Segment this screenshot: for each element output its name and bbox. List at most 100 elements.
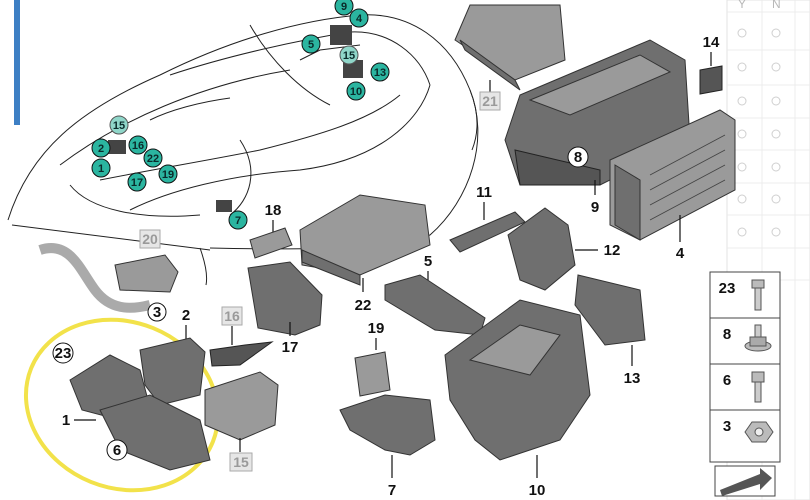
part-7-mount: 7 xyxy=(339,394,436,499)
column-header-yes: Y xyxy=(738,0,746,11)
callout-2[interactable]: 2 xyxy=(91,138,111,158)
svg-text:15: 15 xyxy=(113,120,125,132)
part-label-18: 18 xyxy=(265,202,282,219)
callout-10[interactable]: 10 xyxy=(346,81,366,101)
part-label-23-callout: 23 xyxy=(55,345,72,362)
part-12-cover: 12 xyxy=(507,207,621,291)
part-1-box: 23 1 6 xyxy=(52,342,211,471)
callout-5[interactable]: 5 xyxy=(301,34,321,54)
part-14-tab: 14 xyxy=(699,34,723,95)
option-radio[interactable] xyxy=(771,194,781,204)
callout-7[interactable]: 7 xyxy=(228,210,248,230)
nut-icon xyxy=(744,421,774,443)
car-callouts: 9 4 5 15 13 10 15 2 16 1 22 17 19 7 xyxy=(91,0,390,230)
part-label-1: 1 xyxy=(62,412,70,429)
part-label-9: 9 xyxy=(591,199,599,216)
callout-13[interactable]: 13 xyxy=(370,62,390,82)
hardware-label-23: 23 xyxy=(719,280,736,297)
part-label-7: 7 xyxy=(388,482,396,499)
callout-17[interactable]: 17 xyxy=(127,172,147,192)
callout-22[interactable]: 22 xyxy=(143,148,163,168)
part-20-cover: 20 xyxy=(114,229,179,293)
part-label-21: 21 xyxy=(482,93,498,109)
callout-15b[interactable]: 15 xyxy=(109,115,129,135)
part-21-cover: 21 xyxy=(454,4,566,111)
bolt-flange-icon xyxy=(744,324,772,352)
hardware-label-3: 3 xyxy=(723,418,731,435)
svg-text:17: 17 xyxy=(131,177,143,189)
screw-icon xyxy=(751,371,765,403)
highlight-ellipse xyxy=(23,317,221,493)
part-label-3: 3 xyxy=(153,304,161,321)
option-radio[interactable] xyxy=(771,162,781,172)
svg-text:5: 5 xyxy=(308,39,314,51)
part-label-8: 8 xyxy=(574,149,582,166)
svg-text:19: 19 xyxy=(162,169,174,181)
part-label-5: 5 xyxy=(424,253,432,270)
callout-9[interactable]: 9 xyxy=(334,0,354,16)
column-header-no: N xyxy=(772,0,781,11)
part-16-relay: 16 xyxy=(209,306,274,367)
option-radio[interactable] xyxy=(771,129,781,139)
option-radio[interactable] xyxy=(771,96,781,106)
left-accent-bar xyxy=(14,0,20,125)
part-label-17: 17 xyxy=(282,339,299,356)
part-label-13: 13 xyxy=(624,370,641,387)
part-label-11: 11 xyxy=(476,184,492,201)
option-radio[interactable] xyxy=(737,96,747,106)
option-radio[interactable] xyxy=(737,129,747,139)
part-label-20: 20 xyxy=(142,231,158,247)
part-label-6: 6 xyxy=(113,442,121,459)
svg-text:22: 22 xyxy=(147,153,159,165)
part-label-19: 19 xyxy=(368,320,385,337)
part-22-relay: 22 xyxy=(299,194,431,314)
part-4-fusebox: 4 xyxy=(609,109,736,262)
part-5-connector: 5 xyxy=(384,253,486,336)
part-label-16: 16 xyxy=(224,308,240,324)
svg-text:2: 2 xyxy=(98,143,104,155)
callout-16[interactable]: 16 xyxy=(128,135,148,155)
option-radio[interactable] xyxy=(737,194,747,204)
svg-text:7: 7 xyxy=(235,215,241,227)
part-19-sensor: 19 xyxy=(354,320,391,397)
part-18-clip: 18 xyxy=(249,202,293,259)
svg-text:9: 9 xyxy=(341,1,347,13)
callout-19[interactable]: 19 xyxy=(158,164,178,184)
part-label-2: 2 xyxy=(182,307,190,324)
car-outline xyxy=(7,14,479,286)
option-radio[interactable] xyxy=(737,227,747,237)
part-10-carrier: 10 xyxy=(444,299,591,499)
part-label-15: 15 xyxy=(233,454,249,470)
hardware-panel: 23 8 6 3 xyxy=(709,271,781,497)
wiring-harness xyxy=(38,243,152,313)
part-label-10: 10 xyxy=(529,482,546,499)
option-radio[interactable] xyxy=(771,227,781,237)
arrow-icon[interactable] xyxy=(714,465,776,497)
svg-text:16: 16 xyxy=(132,140,144,152)
part-13-rail: 13 xyxy=(574,274,646,387)
option-radio[interactable] xyxy=(737,162,747,172)
svg-text:10: 10 xyxy=(350,86,362,98)
svg-text:15: 15 xyxy=(343,50,355,62)
callout-15[interactable]: 15 xyxy=(339,45,359,65)
bolt-icon xyxy=(751,279,765,311)
part-label-22: 22 xyxy=(355,297,372,314)
svg-text:1: 1 xyxy=(98,163,104,175)
hardware-label-6: 6 xyxy=(723,372,731,389)
option-radio[interactable] xyxy=(771,62,781,72)
part-15-bracket: 15 xyxy=(204,371,279,472)
part-label-14: 14 xyxy=(703,34,720,51)
part-label-12: 12 xyxy=(604,242,621,259)
part-2-3-module: 3 2 xyxy=(139,302,206,406)
svg-text:13: 13 xyxy=(374,67,386,79)
option-radio[interactable] xyxy=(737,62,747,72)
option-radio[interactable] xyxy=(771,28,781,38)
part-label-4: 4 xyxy=(676,245,685,262)
callout-4[interactable]: 4 xyxy=(349,8,369,28)
option-radio[interactable] xyxy=(737,28,747,38)
part-17-bracket: 17 xyxy=(247,261,323,356)
callout-1[interactable]: 1 xyxy=(91,158,111,178)
svg-text:4: 4 xyxy=(356,13,363,25)
hardware-label-8: 8 xyxy=(723,326,731,343)
